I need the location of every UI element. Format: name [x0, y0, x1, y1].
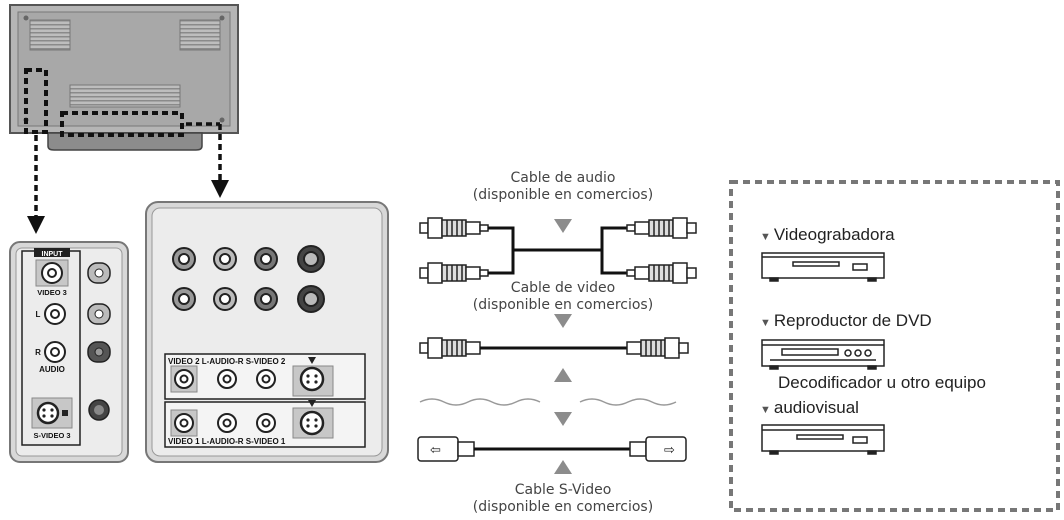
dvd-text: Reproductor de DVD	[773, 311, 932, 330]
svg-text:⇨: ⇨	[664, 442, 675, 457]
audio-cable-label: Cable de audio (disponible en comercios)	[452, 170, 674, 204]
rear-panel-row1-label: VIDEO 2 L-AUDIO-R S-VIDEO 2	[168, 357, 286, 366]
triangle-down-icon: ▼	[760, 317, 771, 329]
wave-separator-icon	[419, 398, 677, 406]
side-panel-audio-label: AUDIO	[39, 365, 65, 374]
tv-rear-icon	[9, 4, 239, 151]
dvd-label: ▼Reproductor de DVD	[760, 311, 932, 333]
decoder-label: ▼audiovisual	[760, 398, 859, 420]
vcr-label: ▼Videograbadora	[760, 225, 895, 247]
dvd-player-icon	[761, 339, 885, 370]
video-cable-note: (disponible en comercios)	[472, 297, 654, 313]
side-panel-r-label: R	[35, 348, 41, 357]
rear-panel-row2-label: VIDEO 1 L-AUDIO-R S-VIDEO 1	[168, 437, 286, 446]
side-panel-l-label: L	[36, 310, 41, 319]
direction-arrow-icon	[554, 219, 572, 474]
svg-text:⇦: ⇦	[430, 442, 441, 457]
audio-cable-note: (disponible en comercios)	[472, 187, 654, 203]
video-cable-label: Cable de video (disponible en comercios)	[452, 280, 674, 314]
rear-connector-panel: VIDEO 2 L-AUDIO-R S-VIDEO 2 VIDEO 1 L-AU…	[145, 201, 389, 463]
arrow-to-side-panel-icon	[27, 135, 45, 234]
side-input-panel: INPUT VIDEO 3 L R AUDIO S-VIDEO 3	[9, 241, 129, 463]
triangle-down-icon: ▼	[760, 231, 771, 243]
audio-cable-icon	[419, 217, 697, 284]
triangle-down-icon: ▼	[760, 404, 771, 416]
arrow-to-rear-panel-icon	[186, 122, 229, 198]
devices-box	[729, 180, 1060, 512]
svideo-cable-note: (disponible en comercios)	[472, 499, 654, 515]
decoder-icon	[761, 424, 885, 455]
vcr-icon	[761, 252, 885, 282]
svideo-cable-label: Cable S-Video (disponible en comercios)	[452, 482, 674, 516]
decoder-text: audiovisual	[773, 398, 859, 417]
vcr-text: Videograbadora	[773, 225, 895, 244]
svideo-cable-icon: ⇦ ⇨	[417, 436, 687, 462]
side-panel-svideo3-label: S-VIDEO 3	[33, 431, 70, 440]
svideo-cable-title: Cable S-Video	[514, 482, 612, 498]
video-cable-title: Cable de video	[510, 280, 616, 296]
side-panel-input-label: INPUT	[42, 251, 64, 258]
video-cable-icon	[419, 337, 689, 359]
decoder-label-line1: Decodificador u otro equipo	[778, 373, 986, 392]
audio-cable-title: Cable de audio	[510, 170, 616, 186]
side-panel-video3-label: VIDEO 3	[37, 288, 67, 297]
